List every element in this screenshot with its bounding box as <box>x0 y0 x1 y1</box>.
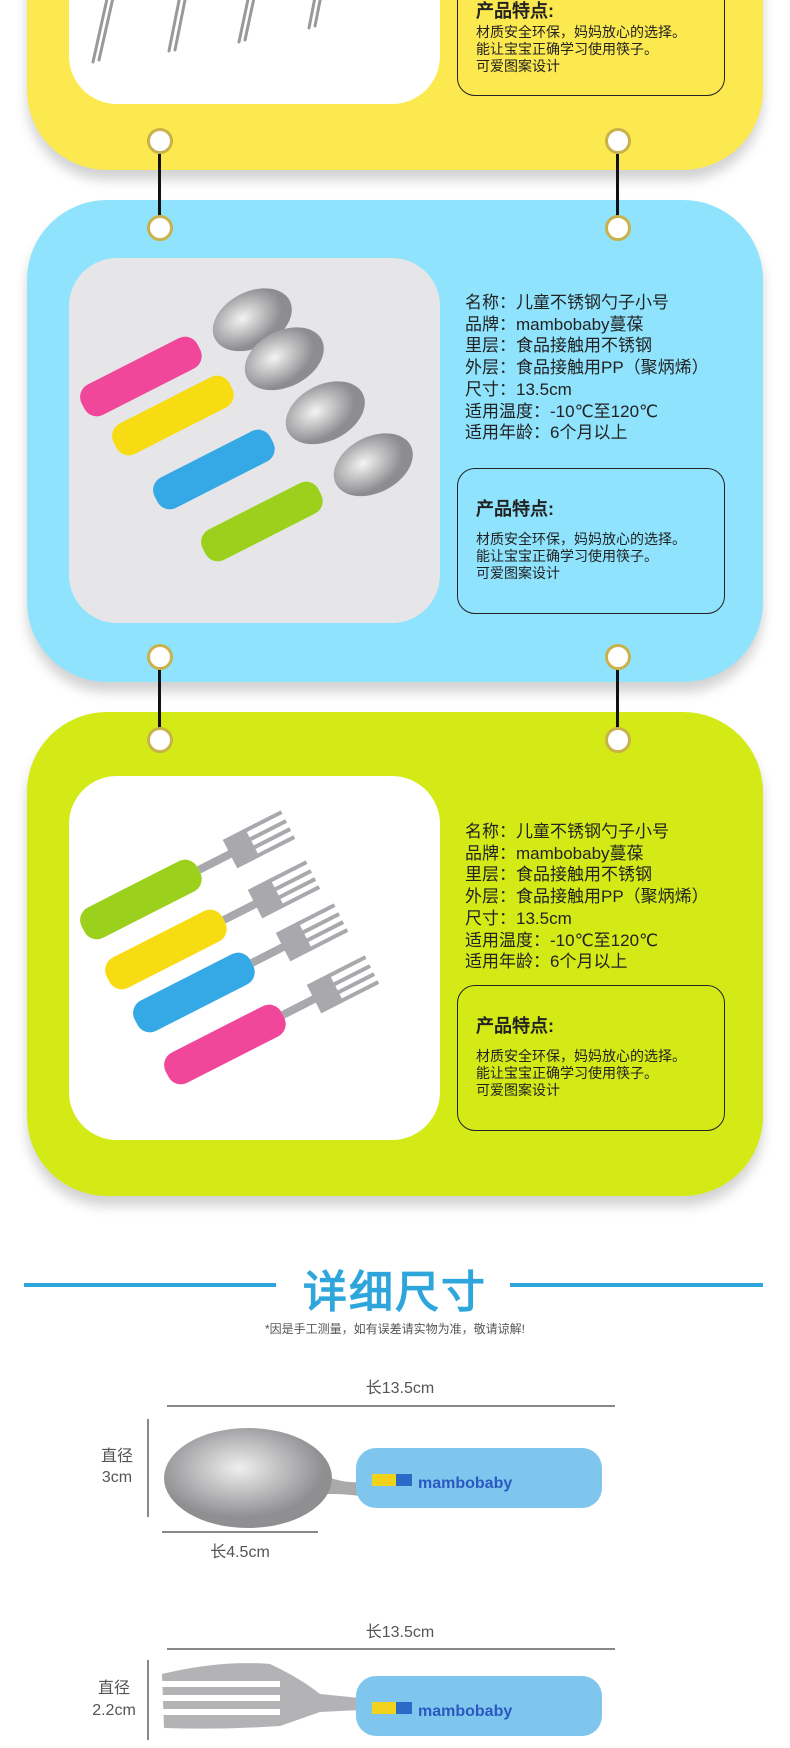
spoon-diameter-label: 直径 3cm <box>92 1446 142 1488</box>
spoons-image <box>80 288 413 562</box>
diameter-value: 3cm <box>101 1469 133 1486</box>
info-outer: 外层：食品接触用PP（聚炳烯） <box>465 887 709 907</box>
title-divider-right <box>510 1283 763 1287</box>
hanging-cord <box>616 658 619 742</box>
train-icon <box>372 1702 396 1714</box>
spoon-head-arrow <box>162 1531 318 1533</box>
diameter-value: 2.2cm <box>92 1702 136 1719</box>
spoon-head-length-label: 长4.5cm <box>210 1544 270 1561</box>
ring-hole <box>147 644 173 670</box>
feature-box: 产品特点: 材质安全环保，妈妈放心的选择。 能让宝宝正确学习使用筷子。 可爱图案… <box>457 985 725 1131</box>
diameter-title: 直径 <box>97 1680 130 1697</box>
chopsticks-image <box>91 0 322 64</box>
feature-line: 能让宝宝正确学习使用筷子。 <box>476 1065 658 1081</box>
spoon-photo: mambobaby <box>164 1428 602 1528</box>
brand-print: mambobaby <box>418 1703 512 1720</box>
feature-box: 产品特点: 材质安全环保，妈妈放心的选择。 能让宝宝正确学习使用筷子。 可爱图案… <box>457 468 725 614</box>
hanging-cord <box>158 658 161 742</box>
feature-line: 能让宝宝正确学习使用筷子。 <box>476 41 658 57</box>
ring-hole <box>147 128 173 154</box>
diameter-title: 直径 <box>100 1448 133 1465</box>
feature-line: 可爱图案设计 <box>476 58 560 74</box>
product-info: 名称：儿童不锈钢勺子小号 品牌：mambobaby蔓葆 里层：食品接触用不锈钢 … <box>465 821 709 973</box>
ring-hole <box>147 727 173 753</box>
fork-green <box>80 810 296 940</box>
hanging-cord <box>158 142 161 228</box>
spoon-blue <box>153 381 365 510</box>
feature-title: 产品特点: <box>476 1 554 21</box>
feature-line: 能让宝宝正确学习使用筷子。 <box>476 548 658 564</box>
product-card-spoon: 名称：儿童不锈钢勺子小号 品牌：mambobaby蔓葆 里层：食品接触用不锈钢 … <box>27 200 763 682</box>
feature-line: 材质安全环保，妈妈放心的选择。 <box>476 531 686 547</box>
product-card-fork: 名称：儿童不锈钢勺子小号 品牌：mambobaby蔓葆 里层：食品接触用不锈钢 … <box>27 712 763 1196</box>
info-brand: 品牌：mambobaby蔓葆 <box>465 314 644 334</box>
spoon-length-arrow <box>167 1405 615 1407</box>
info-size: 尺寸：13.5cm <box>465 908 572 928</box>
fork-pink <box>164 955 380 1085</box>
forks-image <box>80 810 380 1085</box>
product-photo-chopsticks <box>69 0 440 104</box>
fork-yellow <box>105 860 321 990</box>
info-inner: 里层：食品接触用不锈钢 <box>465 336 652 356</box>
feature-line: 材质安全环保，妈妈放心的选择。 <box>476 24 686 40</box>
info-name: 名称：儿童不锈钢勺子小号 <box>465 822 669 841</box>
info-brand: 品牌：mambobaby蔓葆 <box>465 843 644 863</box>
feature-line: 材质安全环保，妈妈放心的选择。 <box>476 1048 686 1064</box>
info-name: 名称：儿童不锈钢勺子小号 <box>465 293 669 312</box>
info-inner: 里层：食品接触用不锈钢 <box>465 865 652 885</box>
spoon-green <box>201 433 413 562</box>
title-divider-left <box>24 1283 276 1287</box>
size-section-title: 详细尺寸 <box>303 1268 487 1317</box>
fork-length-label: 长13.5cm <box>365 1624 435 1641</box>
spoon-diameter-arrow <box>147 1419 149 1517</box>
product-card-chopsticks: 产品特点: 材质安全环保，妈妈放心的选择。 能让宝宝正确学习使用筷子。 可爱图案… <box>27 0 763 170</box>
hanging-cord <box>616 142 619 228</box>
info-age: 适用年龄：6个月以上 <box>465 423 628 443</box>
info-outer: 外层：食品接触用PP（聚炳烯） <box>465 358 709 378</box>
fork-photo: mambobaby <box>160 1663 602 1736</box>
feature-title: 产品特点: <box>476 1016 554 1036</box>
spoon-length-label: 长13.5cm <box>365 1380 435 1397</box>
feature-line: 可爱图案设计 <box>476 1082 560 1098</box>
ring-hole <box>605 644 631 670</box>
fork-blue <box>133 903 349 1033</box>
measurement-note: *因是手工测量，如有误差请实物为准，敬请谅解! <box>264 1322 525 1336</box>
product-photo-forks <box>69 776 440 1140</box>
train-icon <box>372 1474 396 1486</box>
ring-hole <box>147 215 173 241</box>
feature-box: 产品特点: 材质安全环保，妈妈放心的选择。 能让宝宝正确学习使用筷子。 可爱图案… <box>457 0 725 96</box>
info-temp: 适用温度：-10℃至120℃ <box>465 401 659 421</box>
info-size: 尺寸：13.5cm <box>465 379 572 399</box>
fork-diameter-arrow <box>147 1660 149 1740</box>
info-temp: 适用温度：-10℃至120℃ <box>465 930 659 950</box>
ring-hole <box>605 727 631 753</box>
fork-diameter-label: 直径 2.2cm <box>84 1678 144 1722</box>
fork-length-arrow <box>167 1648 615 1650</box>
product-info: 名称：儿童不锈钢勺子小号 品牌：mambobaby蔓葆 里层：食品接触用不锈钢 … <box>465 292 709 444</box>
feature-title: 产品特点: <box>476 499 554 519</box>
info-age: 适用年龄：6个月以上 <box>465 952 628 972</box>
brand-print: mambobaby <box>418 1475 512 1492</box>
feature-line: 可爱图案设计 <box>476 565 560 581</box>
ring-hole <box>605 215 631 241</box>
ring-hole <box>605 128 631 154</box>
spoon-yellow <box>112 327 324 456</box>
product-photo-spoons <box>69 258 440 623</box>
